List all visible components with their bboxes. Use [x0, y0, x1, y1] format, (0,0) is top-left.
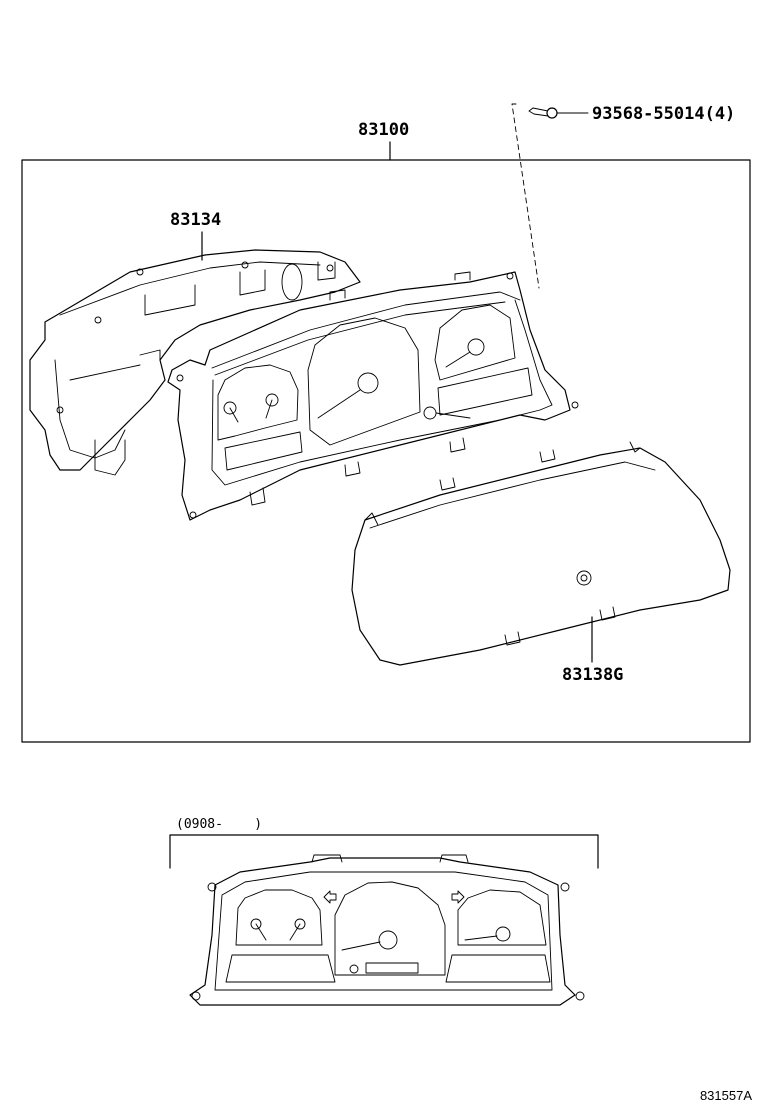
glass-83138g	[351, 441, 731, 666]
variant-label: (0908- )	[176, 817, 262, 832]
screw-part	[528, 107, 589, 119]
variant-meter	[189, 854, 585, 1006]
assembly-frame	[21, 159, 751, 743]
meter-housing	[167, 271, 579, 521]
label-83100[interactable]: 83100	[358, 120, 409, 140]
rear-case-83134	[29, 249, 361, 476]
housing-left-gauge	[217, 364, 303, 471]
label-83134[interactable]: 83134	[170, 210, 221, 230]
label-93568-55014[interactable]: 93568-55014(4)	[592, 104, 735, 124]
housing-right-gauge	[423, 304, 533, 420]
variant-bracket	[169, 834, 599, 869]
label-83138g[interactable]: 83138G	[562, 665, 623, 685]
diagram-id: 831557A	[700, 1088, 752, 1103]
housing-center-gauge	[307, 317, 421, 446]
screw-dashed-line	[511, 103, 540, 289]
